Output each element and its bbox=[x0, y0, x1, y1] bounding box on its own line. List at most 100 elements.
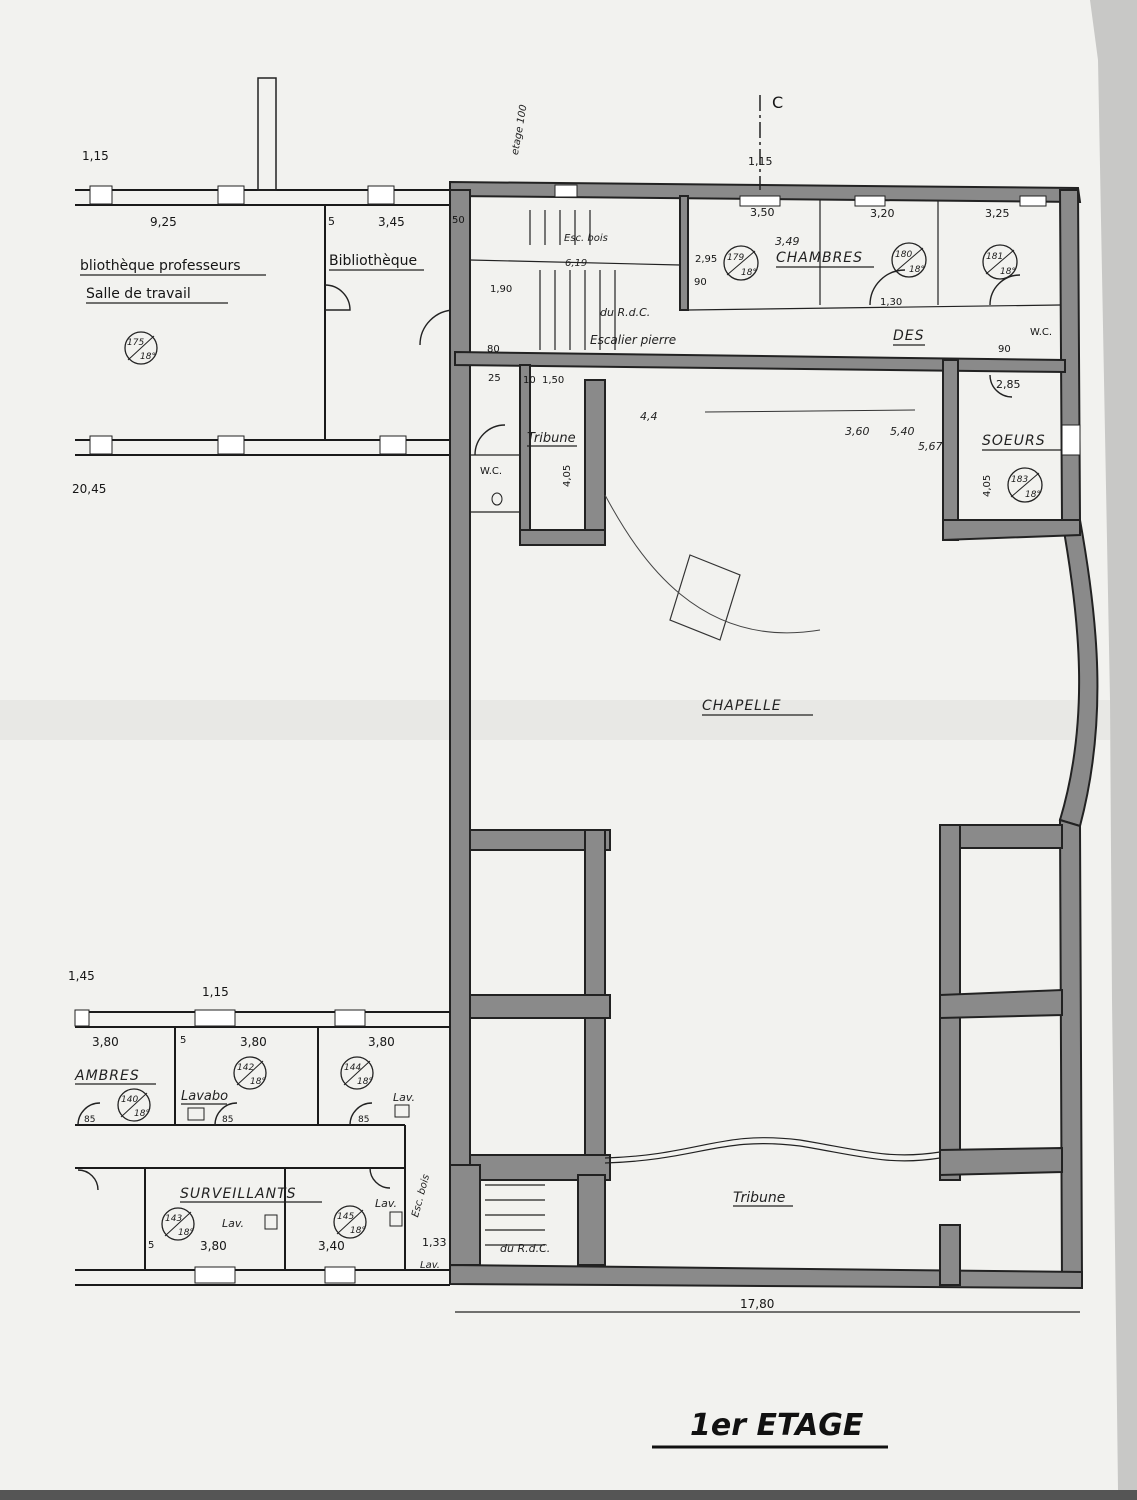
wall-south bbox=[449, 1263, 1083, 1290]
room-lav-2: Lav. bbox=[222, 1217, 244, 1230]
wc-toilet-icon bbox=[491, 492, 503, 506]
paper-sheet bbox=[0, 0, 1118, 1490]
door-arcs-bottom-left bbox=[77, 1102, 391, 1191]
dim-10: 10 bbox=[523, 375, 536, 386]
room-tag-143: 143 18° bbox=[161, 1207, 195, 1241]
pillars-west bbox=[469, 829, 611, 1181]
dim-1-30: 1,30 bbox=[880, 297, 902, 308]
dim-2-95: 2,95 bbox=[695, 254, 717, 265]
door-arc bbox=[419, 309, 456, 346]
room-tag-175: 175 18° bbox=[124, 331, 158, 365]
dim-3-50: 3,50 bbox=[750, 206, 775, 219]
svg-text:18°: 18° bbox=[357, 1077, 373, 1087]
dim-85-c: 85 bbox=[358, 1115, 369, 1125]
svg-text:179: 179 bbox=[727, 253, 744, 263]
dim-1-33: 1,33 bbox=[422, 1236, 447, 1249]
dim-3-80-b: 3,80 bbox=[240, 1035, 267, 1049]
room-tag-183: 183 18° bbox=[1007, 467, 1043, 503]
dim-3-80-a: 3,80 bbox=[92, 1035, 119, 1049]
wall-soeurs-bottom bbox=[942, 519, 1081, 542]
label-esc-bois-top: Esc. bois bbox=[564, 233, 608, 244]
svg-text:18°: 18° bbox=[909, 265, 925, 275]
room-tag-142: 142 18° bbox=[233, 1056, 267, 1090]
dim-3-40: 3,40 bbox=[318, 1239, 345, 1253]
wall-line bbox=[469, 259, 681, 266]
stair-lines-bottom bbox=[485, 1184, 545, 1246]
label-rdc-top: du R.d.C. bbox=[600, 306, 650, 319]
door-arc bbox=[989, 274, 1021, 306]
svg-text:183: 183 bbox=[1011, 475, 1028, 485]
dim-3-20: 3,20 bbox=[870, 207, 895, 220]
dim-90-b: 90 bbox=[998, 344, 1011, 355]
room-tag-140: 140 18° bbox=[117, 1088, 151, 1122]
wall-stair bbox=[577, 1174, 606, 1266]
sink-icon bbox=[389, 1211, 403, 1227]
wall-tribune bbox=[584, 379, 606, 546]
door-arc bbox=[474, 424, 506, 456]
room-chambres-top: CHAMBRES bbox=[776, 250, 863, 266]
room-des: DES bbox=[893, 328, 925, 344]
room-lavabo: Lavabo bbox=[181, 1089, 228, 1104]
dim-3-80-d: 3,80 bbox=[200, 1239, 227, 1253]
dim-3-25: 3,25 bbox=[985, 207, 1010, 220]
dim-5-b: 5 bbox=[148, 1240, 154, 1251]
dim-6-19: 6,19 bbox=[565, 258, 587, 269]
dim-3-80-c: 3,80 bbox=[368, 1035, 395, 1049]
room-lav-3: Lav. bbox=[375, 1197, 397, 1210]
room-tag-180: 180 18° bbox=[891, 242, 927, 278]
stair-lines-top bbox=[529, 210, 616, 350]
dim-1-45: 1,45 bbox=[68, 969, 95, 983]
room-tribune-bottom: Tribune bbox=[733, 1190, 785, 1206]
dim-1-90: 1,90 bbox=[490, 284, 512, 295]
dim-1-50: 1,50 bbox=[542, 375, 564, 386]
dim-3-45: 3,45 bbox=[378, 215, 405, 229]
dim-90: 90 bbox=[694, 277, 707, 288]
svg-text:140: 140 bbox=[121, 1095, 138, 1105]
dim-4-05-a: 4,05 bbox=[562, 465, 573, 487]
svg-text:18°: 18° bbox=[1025, 490, 1041, 500]
note-5-67: 5,67 bbox=[918, 440, 943, 453]
dim-2-85: 2,85 bbox=[996, 378, 1021, 391]
tribune-rail bbox=[604, 1143, 941, 1164]
room-surveillants: SURVEILLANTS bbox=[180, 1186, 297, 1202]
wall-tribune bbox=[519, 364, 531, 546]
room-tag-181: 181 18° bbox=[982, 244, 1018, 280]
dim-5-a: 5 bbox=[180, 1035, 186, 1046]
pencil-line bbox=[704, 409, 916, 413]
chimney bbox=[257, 77, 277, 191]
svg-text:145: 145 bbox=[337, 1212, 354, 1222]
fold-shadow bbox=[0, 700, 1110, 740]
dim-20-45: 20,45 bbox=[72, 482, 106, 496]
note-3-60: 3,60 bbox=[845, 425, 870, 438]
window-soeurs bbox=[1061, 424, 1081, 456]
door-arc bbox=[989, 374, 1013, 398]
note-3-49: 3,49 bbox=[775, 235, 800, 248]
door-arc bbox=[869, 269, 906, 306]
wall-tribune bbox=[519, 529, 606, 546]
wall-partition bbox=[679, 195, 689, 311]
windows-top-main bbox=[554, 184, 1047, 207]
bottom-edge bbox=[0, 1490, 1137, 1500]
svg-text:18°: 18° bbox=[134, 1109, 150, 1119]
room-bibliotheque: Bibliothèque bbox=[329, 253, 417, 269]
wall-soeurs bbox=[942, 359, 959, 541]
section-marker: C bbox=[772, 93, 783, 112]
note-5-40: 5,40 bbox=[890, 425, 915, 438]
svg-text:181: 181 bbox=[986, 252, 1003, 262]
dim-25: 25 bbox=[488, 373, 501, 384]
svg-text:18°: 18° bbox=[350, 1226, 366, 1236]
dim-5: 5 bbox=[328, 215, 335, 228]
pillars-east bbox=[939, 824, 1063, 1286]
svg-text:18°: 18° bbox=[1000, 267, 1016, 277]
room-chambres-bottom: AMBRES bbox=[74, 1068, 140, 1084]
room-wc-left: W.C. bbox=[480, 466, 502, 477]
pencil-sketch bbox=[669, 554, 741, 641]
dim-9-25: 9,25 bbox=[150, 215, 177, 229]
svg-text:18°: 18° bbox=[178, 1228, 194, 1238]
wall-east-bottom bbox=[1058, 818, 1084, 1286]
dim-1-15-bottom: 1,15 bbox=[202, 985, 229, 999]
pencil-sketch bbox=[604, 494, 821, 634]
svg-text:18°: 18° bbox=[741, 268, 757, 278]
